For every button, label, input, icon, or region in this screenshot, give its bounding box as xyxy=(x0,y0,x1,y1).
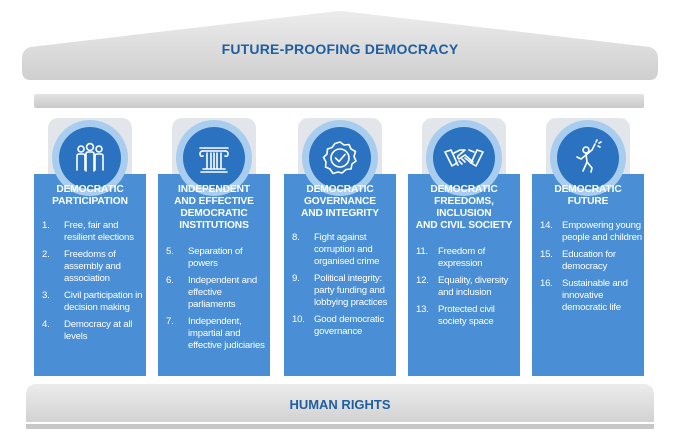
foundation-title: HUMAN RIGHTS xyxy=(289,397,391,412)
list-item: 8. Fight against corruption and organised… xyxy=(292,232,394,268)
pillar-shaft xyxy=(284,174,396,376)
icon-badge xyxy=(433,127,495,189)
list-item: 7. Independent, impartial and effective j… xyxy=(166,316,268,352)
pillar-items: 1. Free, fair and resilient elections 2. F… xyxy=(42,220,144,348)
pillar-shaft xyxy=(34,174,146,376)
icon-badge xyxy=(309,127,371,189)
list-item: 6. Independent and effective parliaments xyxy=(166,275,268,311)
list-item: 15. Education for democracy xyxy=(540,249,642,273)
list-item: 4. Democracy at all levels xyxy=(42,319,144,343)
item-text: Civil participation in decision making xyxy=(64,290,143,313)
item-number: 10. xyxy=(292,314,305,325)
item-text: Sustainable and innovative democratic li… xyxy=(562,278,628,313)
item-number: 12. xyxy=(416,275,429,286)
roof-pediment xyxy=(22,11,658,80)
item-number: 4. xyxy=(42,319,50,330)
item-number: 5. xyxy=(166,246,174,257)
item-number: 11. xyxy=(416,246,429,257)
pillar-shaft xyxy=(532,174,644,376)
item-number: 13. xyxy=(416,304,429,315)
column-icon xyxy=(199,147,229,173)
list-item: 2. Freedoms of assembly and association xyxy=(42,249,144,285)
item-text: Political integrity: party funding and l… xyxy=(314,273,388,308)
list-item: 14. Empowering young people and children xyxy=(540,220,642,244)
foundation-base xyxy=(26,424,654,429)
climbing-person-icon xyxy=(576,139,602,173)
handshake-icon xyxy=(444,149,484,167)
item-number: 16. xyxy=(540,278,553,289)
list-item: 16. Sustainable and innovative democratic… xyxy=(540,278,642,314)
pillar-items: 14.Empowering young people and children … xyxy=(540,220,642,319)
item-number: 2. xyxy=(42,249,50,260)
item-number: 8. xyxy=(292,232,300,243)
pillar-items: 5. Separation of powers 6. Independent and… xyxy=(166,246,268,357)
icon-badge xyxy=(557,127,619,189)
item-text: Freedoms of assembly and association xyxy=(64,249,121,284)
icon-badge xyxy=(183,127,245,189)
item-number: 3. xyxy=(42,290,50,301)
pillar-shaft xyxy=(158,174,270,376)
item-number: 7. xyxy=(166,316,174,327)
list-item: 3. Civil participation in decision making xyxy=(42,290,144,314)
people-icon xyxy=(76,142,104,172)
item-number: 6. xyxy=(166,275,174,286)
item-text: Separation of powers xyxy=(188,246,243,269)
check-seal-icon xyxy=(322,141,357,175)
item-number: 15. xyxy=(540,249,553,260)
list-item: 1. Free, fair and resilient elections xyxy=(42,220,144,244)
item-number: 9. xyxy=(292,273,300,284)
item-text: Good democratic governance xyxy=(314,314,385,337)
list-item: 12. Equality, diversity and inclusion xyxy=(416,275,518,299)
pillar-shaft xyxy=(408,174,520,376)
item-text: Education for democracy xyxy=(562,249,616,272)
pillar-items: 11. Freedom of expression 12. Equality, di… xyxy=(416,246,518,333)
roof-title: FUTURE-PROOFING DEMOCRACY xyxy=(221,41,459,57)
item-text: Equality, diversity and inclusion xyxy=(438,275,509,298)
item-text: Democracy at all levels xyxy=(64,319,133,342)
item-number: 14. xyxy=(540,220,553,231)
list-item: 9. Political integrity: party funding and… xyxy=(292,273,394,309)
item-text: Independent, impartial and effective jud… xyxy=(188,316,265,351)
list-item: 11. Freedom of expression xyxy=(416,246,518,270)
item-text: Empowering young people and children xyxy=(562,220,642,243)
foundation-step xyxy=(26,384,654,422)
pillar-items: 8. Fight against corruption and organised… xyxy=(292,232,394,343)
list-item: 10. Good democratic governance xyxy=(292,314,394,338)
architrave-beam xyxy=(34,94,644,108)
item-text: Fight against corruption and organised c… xyxy=(314,232,380,267)
item-text: Freedom of expression xyxy=(438,246,486,269)
list-item: 5. Separation of powers xyxy=(166,246,268,270)
item-text: Independent and effective parliaments xyxy=(188,275,258,310)
item-text: Protected civil society space xyxy=(438,304,495,327)
icon-badge xyxy=(59,127,121,189)
list-item: 13. Protected civil society space xyxy=(416,304,518,328)
item-text: Free, fair and resilient elections xyxy=(64,220,134,243)
item-number: 1. xyxy=(42,220,50,231)
